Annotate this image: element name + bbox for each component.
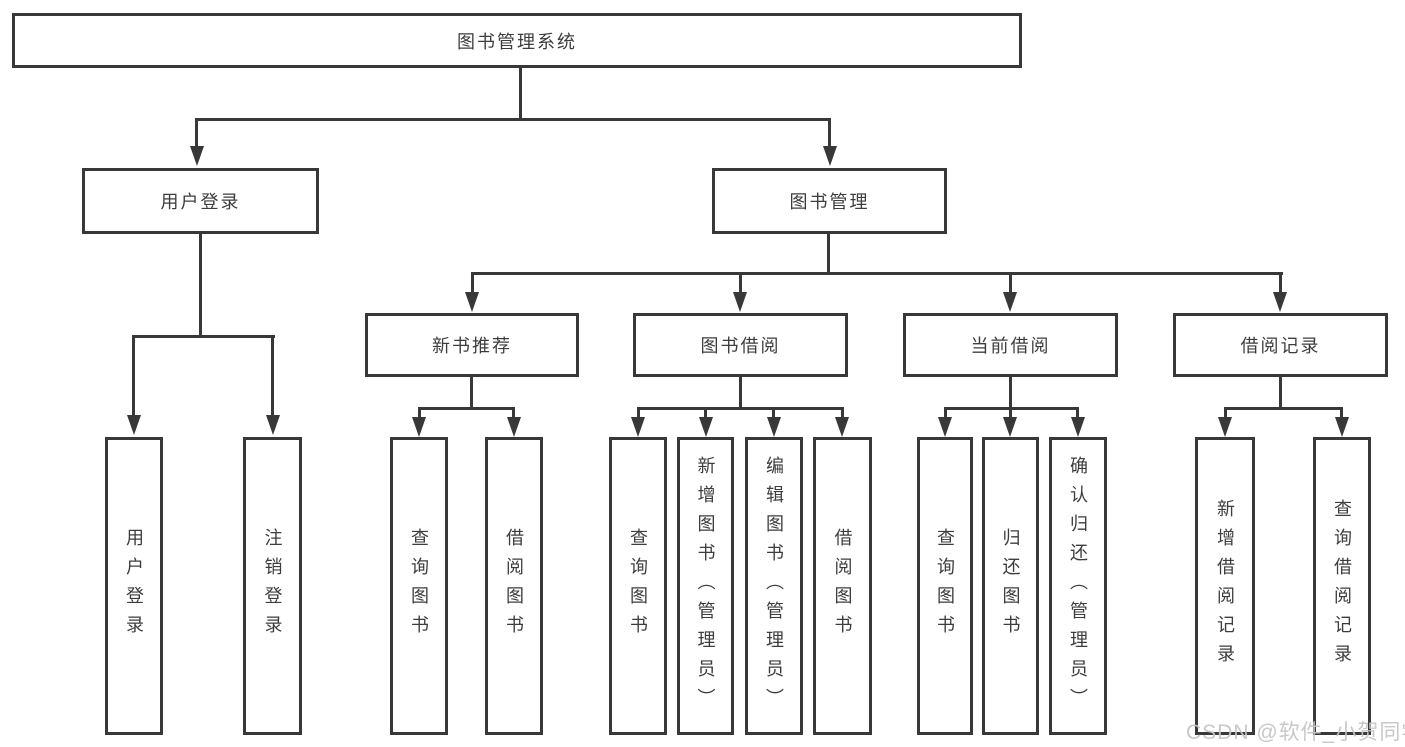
node-add-borrow-record: 新增借阅记录 — [1195, 437, 1255, 735]
node-logout: 注销登录 — [243, 437, 302, 735]
node-label: 用户登录 — [124, 528, 144, 644]
connector-line — [1340, 407, 1343, 419]
node-borrow-books-1: 借阅图书 — [485, 437, 543, 735]
node-current-borrow-label: 当前借阅 — [970, 336, 1051, 356]
csdn-watermark: CSDN @软件_小贺同学 — [1186, 721, 1405, 744]
arrowhead-icon — [1003, 417, 1017, 437]
connector-line — [199, 234, 202, 338]
connector-line — [418, 407, 421, 419]
connector-line — [828, 118, 831, 148]
node-label: 查询图书 — [409, 528, 429, 644]
node-edit-books-admin: 编辑图书（管理员） — [745, 437, 803, 735]
arrowhead-icon — [507, 417, 521, 437]
connector-line — [418, 407, 515, 410]
arrowhead-icon — [465, 292, 479, 312]
connector-line — [1224, 407, 1227, 419]
node-new-book-recommend-label: 新书推荐 — [432, 336, 512, 356]
node-borrow-records: 借阅记录 — [1173, 313, 1388, 377]
connector-line — [271, 335, 274, 417]
node-user-login: 用户登录 — [82, 168, 319, 234]
node-label: 查询图书 — [628, 528, 648, 644]
node-book-management: 图书管理 — [712, 168, 947, 234]
arrowhead-icon — [1335, 417, 1349, 437]
node-label: 查询借阅记录 — [1332, 499, 1352, 673]
node-label: 新增借阅记录 — [1215, 499, 1235, 673]
node-user-login-leaf: 用户登录 — [105, 437, 163, 735]
node-query-books-2: 查询图书 — [609, 437, 667, 735]
node-query-borrow-record: 查询借阅记录 — [1313, 437, 1371, 735]
connector-line — [471, 272, 474, 294]
arrowhead-icon — [733, 292, 747, 312]
node-new-book-recommend: 新书推荐 — [365, 313, 579, 377]
node-label: 借阅图书 — [504, 528, 524, 644]
connector-line — [944, 407, 947, 419]
connector-line — [704, 407, 707, 419]
node-book-borrow-label: 图书借阅 — [700, 336, 781, 356]
arrowhead-icon — [823, 146, 837, 166]
node-current-borrow: 当前借阅 — [903, 313, 1118, 377]
node-label: 确认归还（管理员） — [1068, 455, 1088, 717]
arrowhead-icon — [1273, 292, 1287, 312]
node-book-management-label: 图书管理 — [789, 192, 870, 212]
node-add-books-admin: 新增图书（管理员） — [677, 437, 734, 735]
node-root-label: 图书管理系统 — [457, 31, 577, 52]
connector-line — [637, 407, 640, 419]
arrowhead-icon — [266, 415, 280, 435]
connector-line — [1009, 377, 1012, 410]
connector-line — [1076, 407, 1079, 419]
connector-line — [1279, 272, 1282, 294]
node-label: 查询图书 — [935, 528, 955, 644]
connector-line — [470, 377, 473, 410]
connector-line — [827, 234, 830, 275]
node-label: 新增图书（管理员） — [695, 455, 716, 717]
arrowhead-icon — [938, 417, 952, 437]
arrowhead-icon — [631, 417, 645, 437]
connector-line — [772, 407, 775, 419]
arrowhead-icon — [412, 417, 426, 437]
arrowhead-icon — [835, 417, 849, 437]
connector-line — [519, 68, 522, 121]
connector-line — [1009, 272, 1012, 294]
connector-line — [512, 407, 515, 419]
connector-line — [739, 272, 742, 294]
arrowhead-icon — [767, 417, 781, 437]
connector-line — [1224, 407, 1343, 410]
connector-line — [132, 335, 275, 338]
connector-line — [195, 118, 198, 148]
connector-line — [471, 272, 1283, 275]
node-label: 归还图书 — [1000, 528, 1021, 644]
connector-line — [195, 118, 831, 121]
node-label: 编辑图书（管理员） — [764, 455, 784, 717]
node-root: 图书管理系统 — [12, 13, 1022, 68]
connector-line — [841, 407, 844, 419]
node-user-login-label: 用户登录 — [160, 192, 241, 212]
connector-line — [1009, 407, 1012, 419]
node-label: 注销登录 — [262, 528, 283, 644]
node-borrow-books-2: 借阅图书 — [813, 437, 872, 735]
node-query-books-3: 查询图书 — [917, 437, 973, 735]
connector-line — [1279, 377, 1282, 410]
arrowhead-icon — [1218, 417, 1232, 437]
node-borrow-records-label: 借阅记录 — [1240, 336, 1321, 356]
arrowhead-icon — [1003, 292, 1017, 312]
arrowhead-icon — [1071, 417, 1085, 437]
node-confirm-return-admin: 确认归还（管理员） — [1049, 437, 1107, 735]
node-query-books-1: 查询图书 — [390, 437, 448, 735]
node-return-books: 归还图书 — [982, 437, 1039, 735]
node-label: 借阅图书 — [832, 528, 853, 644]
arrowhead-icon — [699, 417, 713, 437]
arrowhead-icon — [190, 146, 204, 166]
arrowhead-icon — [127, 415, 141, 435]
connector-line — [637, 407, 844, 410]
connector-line — [132, 335, 135, 417]
connector-line — [739, 377, 742, 410]
node-book-borrow: 图书借阅 — [633, 313, 848, 377]
